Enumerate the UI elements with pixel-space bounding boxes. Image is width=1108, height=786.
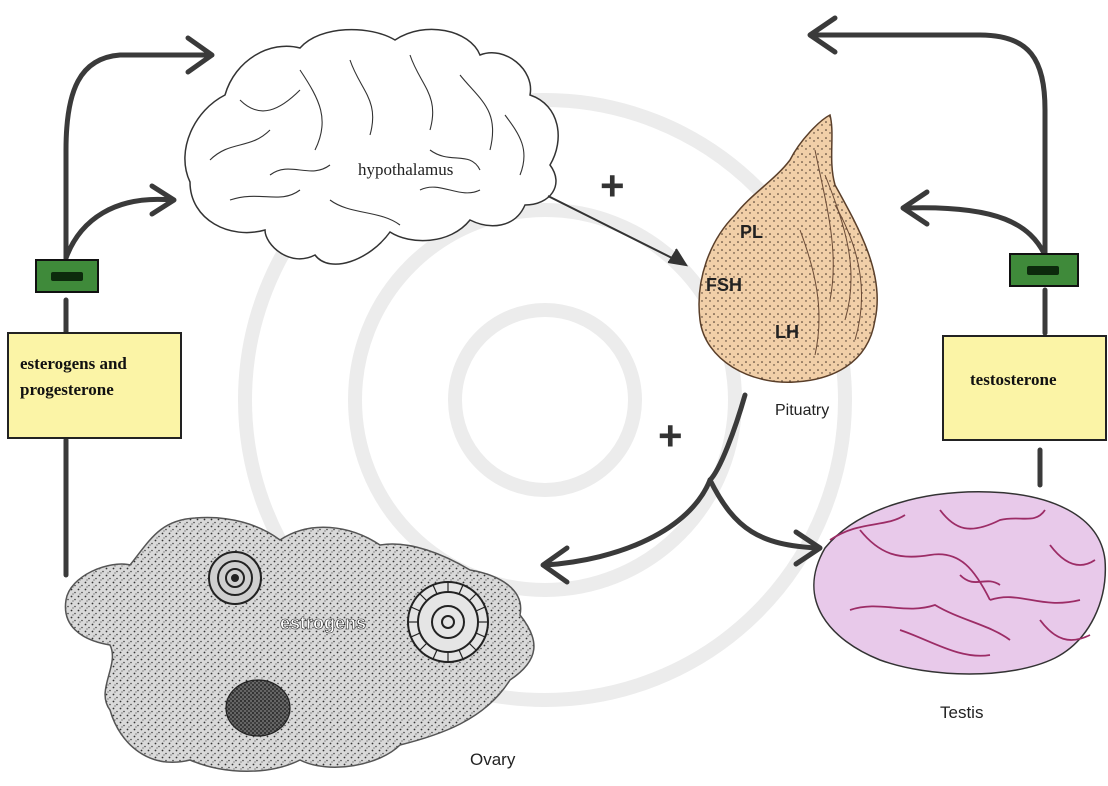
- testis-organ: [814, 492, 1105, 674]
- male-hormone-label: testosterone: [970, 370, 1057, 389]
- female-hormone-box: esterogens and progesterone: [8, 333, 181, 438]
- ovary-label: Ovary: [470, 750, 516, 769]
- inhibition-minus-icon: [36, 260, 98, 292]
- male-hormone-box: testosterone: [943, 336, 1106, 440]
- left-feedback-arrow-inner: [66, 199, 172, 258]
- pl-label: PL: [740, 222, 763, 242]
- testis-label: Testis: [940, 703, 983, 722]
- ovarian-follicle-large: [408, 582, 488, 662]
- female-hormone-label-line1: esterogens and: [20, 354, 127, 373]
- ovary-organ: [65, 517, 533, 771]
- estrogens-label: estrogens: [280, 613, 366, 633]
- corpus-luteum: [226, 680, 290, 736]
- fsh-label: FSH: [706, 275, 742, 295]
- plus-sign-bottom: +: [658, 412, 683, 459]
- plus-sign-top: +: [600, 162, 625, 209]
- pituitary-label: Pituatry: [775, 402, 829, 419]
- lh-label: LH: [775, 322, 799, 342]
- ovarian-follicle-small: [209, 552, 261, 604]
- hypothalamus-organ: [185, 29, 558, 264]
- inhibition-minus-icon: [1010, 254, 1078, 286]
- hypothalamus-label: hypothalamus: [358, 160, 453, 179]
- female-hormone-label-line2: progesterone: [20, 380, 114, 399]
- right-feedback-arrow-inner: [905, 208, 1045, 255]
